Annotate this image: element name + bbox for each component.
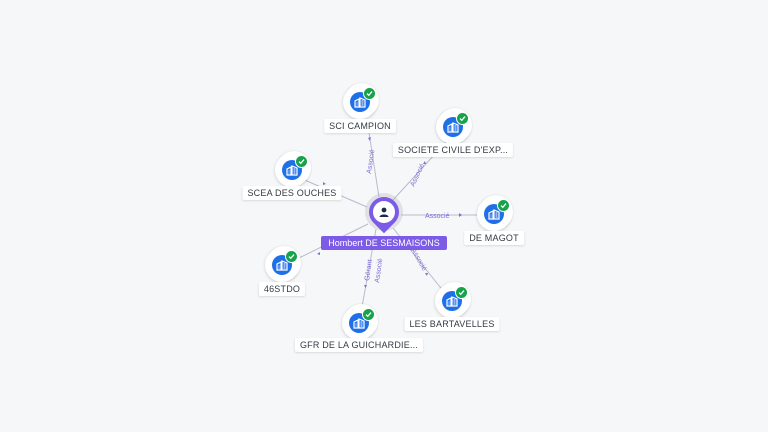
edge-label-gfr-second: Gérant: [364, 259, 374, 281]
company-label[interactable]: SCI CAMPION: [324, 119, 396, 133]
company-label[interactable]: SCEA DES OUCHES: [242, 186, 342, 200]
verified-check-icon: [455, 286, 468, 299]
company-label[interactable]: LES BARTAVELLES: [404, 317, 500, 331]
edge-label-les-bartavelles: Associé: [409, 248, 427, 273]
company-label[interactable]: SOCIETE CIVILE D'EXP...: [392, 143, 514, 157]
verified-check-icon: [497, 199, 510, 212]
arrow-icon: [317, 252, 320, 255]
arrow-icon: [364, 285, 367, 288]
verified-check-icon: [285, 250, 298, 263]
center-node-label[interactable]: Hombert DE SESMAISONS: [321, 236, 447, 250]
arrow-icon: [368, 137, 371, 141]
edge-label-de-magot: Associé: [425, 213, 450, 220]
company-label[interactable]: DE MAGOT: [464, 231, 524, 245]
person-icon[interactable]: [373, 201, 395, 223]
edge-label-gfr: Associé: [374, 258, 384, 283]
verified-check-icon: [295, 155, 308, 168]
edge-label-sci-campion: Associé: [366, 149, 376, 174]
company-label[interactable]: GFR DE LA GUICHARDIE...: [294, 338, 424, 352]
arrow-icon: [323, 182, 326, 185]
verified-check-icon: [456, 112, 469, 125]
arrow-icon: [423, 161, 426, 164]
company-label[interactable]: 46STDO: [258, 282, 306, 296]
arrow-icon: [459, 213, 462, 217]
verified-check-icon: [363, 87, 376, 100]
verified-check-icon: [362, 308, 375, 321]
edge-label-societe-civile: Associé: [409, 163, 426, 188]
arrow-icon: [425, 273, 428, 276]
